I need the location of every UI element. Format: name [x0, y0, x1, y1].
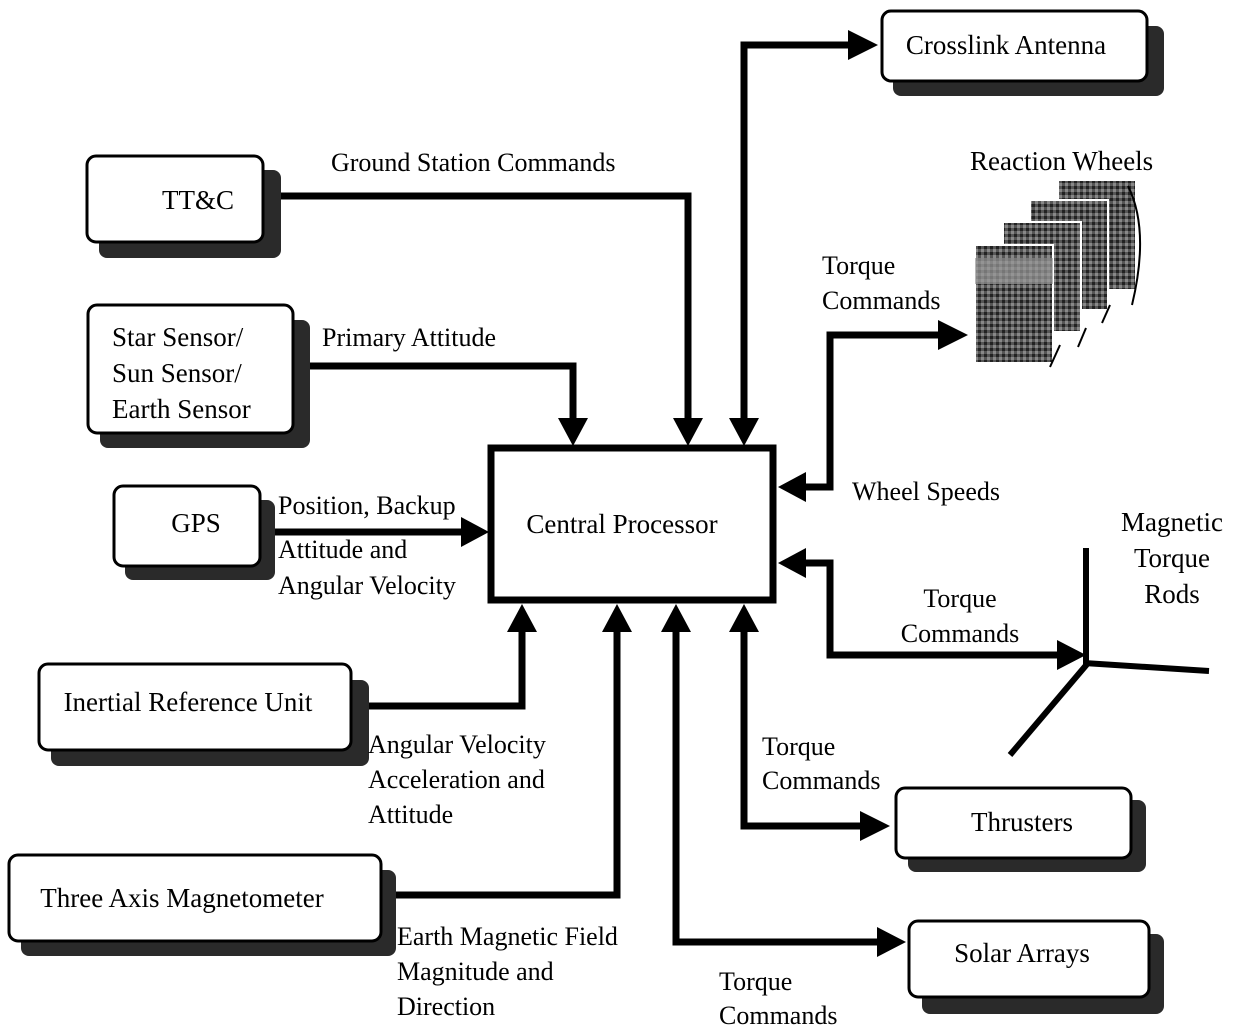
iru-arrow: [350, 625, 526, 710]
rw-torque-commands-label-line2: Commands: [822, 286, 940, 315]
magnetometer-data-label-line3: Direction: [397, 992, 495, 1021]
solar-arrays-box: Solar Arrays: [907, 919, 1164, 1014]
thrusters-box: Thrusters: [894, 786, 1146, 872]
rw-torque-arrowhead: [938, 320, 968, 350]
torque-rods-arrow: [800, 559, 1062, 659]
wheel-speeds-arrowhead: [778, 472, 806, 502]
crosslink-arrowhead-up: [729, 418, 759, 446]
iru-label: Inertial Reference Unit: [64, 687, 313, 717]
reaction-wheels-arrow: [800, 331, 945, 491]
torque-rods-label-line3: Rods: [1144, 579, 1200, 609]
thrusters-arrow: [740, 625, 865, 830]
primary-attitude-arrow: [305, 362, 577, 425]
thruster-torque-commands-label-line2: Commands: [762, 766, 880, 795]
iru-data-label-line2: Acceleration and: [368, 765, 545, 794]
iru-data-label-line3: Attitude: [368, 800, 453, 829]
ground-station-commands-label: Ground Station Commands: [331, 148, 616, 177]
reaction-wheel-plate: [974, 179, 1137, 364]
thruster-torque-commands-label-line1: Torque: [762, 732, 835, 761]
star-sensor-box: Star Sensor/ Sun Sensor/ Earth Sensor: [86, 303, 310, 448]
solar-torque-commands-label-line1: Torque: [719, 967, 792, 996]
central-processor-box: Central Processor: [487, 444, 777, 604]
crosslink-antenna-label: Crosslink Antenna: [906, 30, 1106, 60]
reaction-wheels-icon: [974, 179, 1142, 368]
iru-data-label-line1: Angular Velocity: [368, 730, 546, 759]
crosslink-arrowhead-right: [848, 30, 878, 60]
torque-rods-label-line2: Torque: [1134, 543, 1210, 573]
gps-arrowhead: [461, 517, 489, 547]
magnetometer-arrow: [380, 625, 621, 899]
earth-sensor-label: Earth Sensor: [112, 394, 251, 424]
solar-arrays-arrow: [672, 625, 882, 946]
magnetic-torque-rods-icon: [1007, 548, 1210, 757]
solar-arrays-arrowhead-right: [877, 927, 906, 957]
thrusters-label: Thrusters: [971, 807, 1073, 837]
torque-rods-label-line1: Magnetic: [1121, 507, 1223, 537]
ttc-box: TT&C: [85, 154, 281, 258]
crosslink-antenna-box: Crosslink Antenna: [880, 9, 1164, 96]
magnetometer-label: Three Axis Magnetometer: [40, 883, 323, 913]
solar-arrays-label: Solar Arrays: [954, 938, 1090, 968]
gps-box: GPS: [112, 484, 275, 580]
sun-sensor-label: Sun Sensor/: [112, 358, 242, 388]
rw-torque-commands-label-line1: Torque: [822, 251, 895, 280]
rods-torque-commands-label-line1: Torque: [923, 584, 996, 613]
gps-data-label-line2: Attitude and: [278, 535, 407, 564]
star-sensor-label: Star Sensor/: [112, 322, 244, 352]
solar-torque-commands-label-line2: Commands: [719, 1001, 837, 1030]
torque-rods-arrowhead-left: [778, 548, 806, 578]
magnetometer-arrowhead: [602, 604, 632, 632]
torque-rods-arrowhead-right: [1057, 640, 1086, 670]
ttc-arrowhead: [673, 418, 703, 446]
ttc-label: TT&C: [162, 185, 234, 215]
connections: [258, 30, 1086, 957]
central-processor-label: Central Processor: [526, 509, 717, 539]
thrusters-arrowhead-right: [860, 811, 890, 841]
ttc-arrow: [275, 192, 692, 425]
wheel-speeds-label: Wheel Speeds: [852, 477, 1000, 506]
rods-torque-commands-label-line2: Commands: [901, 619, 1019, 648]
magnetometer-data-label-line2: Magnitude and: [397, 957, 554, 986]
magnetometer-box: Three Axis Magnetometer: [7, 853, 396, 956]
magnetometer-data-label-line1: Earth Magnetic Field: [397, 922, 618, 951]
iru-arrowhead: [507, 604, 537, 632]
gps-label: GPS: [171, 508, 221, 538]
gps-data-label-line3: Angular Velocity: [278, 571, 456, 600]
primary-attitude-arrowhead: [558, 418, 588, 446]
reaction-wheels-label: Reaction Wheels: [970, 146, 1153, 176]
thrusters-arrowhead-up: [729, 604, 759, 632]
solar-arrays-arrowhead-up: [661, 604, 691, 632]
primary-attitude-label: Primary Attitude: [322, 323, 496, 352]
iru-box: Inertial Reference Unit: [37, 662, 369, 766]
crosslink-arrow: [740, 41, 855, 425]
gps-data-label-line1: Position, Backup: [278, 491, 456, 520]
